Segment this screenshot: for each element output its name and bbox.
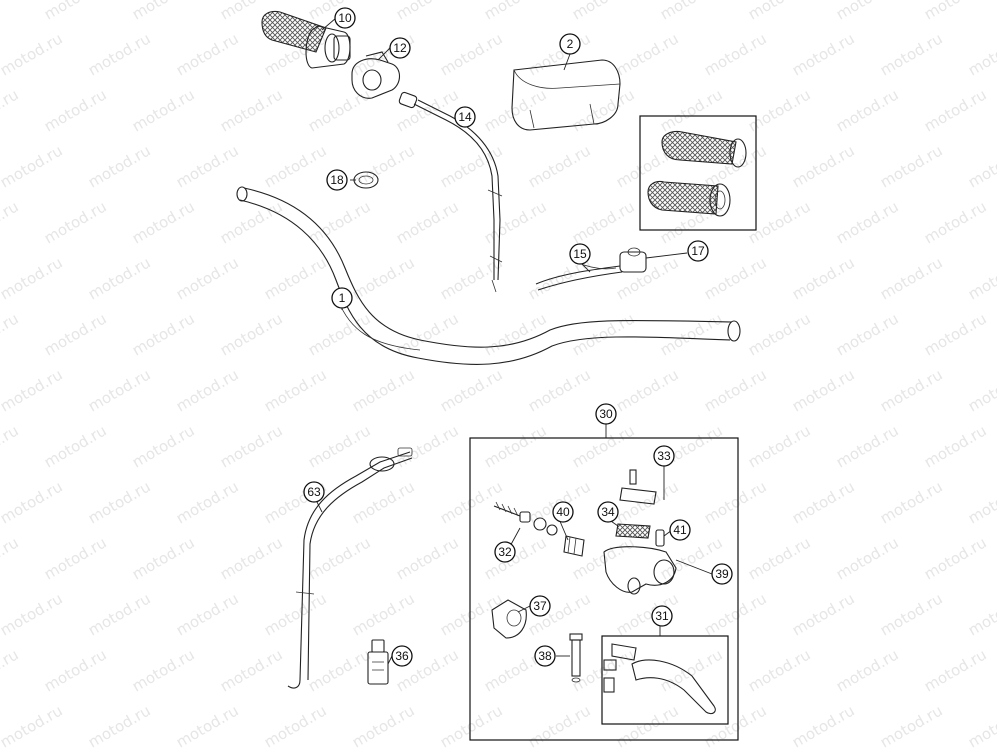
callout-label: 63 bbox=[307, 485, 321, 499]
callout-label: 2 bbox=[567, 37, 574, 51]
callout-label: 36 bbox=[395, 649, 409, 663]
handlebar-pad bbox=[511, 59, 621, 131]
callout-label: 31 bbox=[655, 609, 669, 623]
callout-label: 38 bbox=[538, 649, 552, 663]
callout-15[interactable]: 15 bbox=[569, 243, 591, 265]
grip-set-frame bbox=[639, 115, 757, 231]
master-cylinder-body bbox=[603, 529, 677, 595]
callout-18[interactable]: 18 bbox=[326, 169, 348, 191]
clamp bbox=[351, 51, 401, 99]
callout-32[interactable]: 32 bbox=[494, 541, 516, 563]
callout-label: 33 bbox=[657, 449, 671, 463]
callout-14[interactable]: 14 bbox=[454, 106, 476, 128]
throttle-cable bbox=[398, 91, 503, 293]
callout-label: 1 bbox=[339, 291, 346, 305]
callout-34[interactable]: 34 bbox=[597, 501, 619, 523]
callout-label: 14 bbox=[458, 110, 472, 124]
callout-label: 41 bbox=[673, 523, 687, 537]
callout-2[interactable]: 2 bbox=[559, 33, 581, 55]
callout-39[interactable]: 39 bbox=[711, 563, 733, 585]
callout-12[interactable]: 12 bbox=[389, 37, 411, 59]
callout-37[interactable]: 37 bbox=[529, 595, 551, 617]
piston-kit bbox=[493, 501, 558, 536]
ring bbox=[353, 171, 379, 189]
callout-label: 39 bbox=[715, 567, 729, 581]
callout-label: 17 bbox=[691, 244, 705, 258]
callout-label: 34 bbox=[601, 505, 615, 519]
callout-31[interactable]: 31 bbox=[651, 605, 673, 627]
callout-30[interactable]: 30 bbox=[595, 403, 617, 425]
cable-lever-assembly bbox=[535, 247, 647, 291]
throttle-grip bbox=[261, 10, 351, 69]
callout-38[interactable]: 38 bbox=[534, 645, 556, 667]
callout-label: 15 bbox=[573, 247, 587, 261]
callout-label: 30 bbox=[599, 407, 613, 421]
bolt bbox=[569, 633, 583, 683]
callout-40[interactable]: 40 bbox=[552, 501, 574, 523]
callout-17[interactable]: 17 bbox=[687, 240, 709, 262]
callout-10[interactable]: 10 bbox=[334, 7, 356, 29]
callout-41[interactable]: 41 bbox=[669, 519, 691, 541]
lever-clamp bbox=[491, 599, 527, 639]
diaphragm bbox=[615, 523, 651, 539]
handlebar bbox=[236, 186, 741, 365]
callout-1[interactable]: 1 bbox=[331, 287, 353, 309]
callout-label: 37 bbox=[533, 599, 547, 613]
master-cylinder-frame bbox=[469, 437, 739, 741]
callout-label: 12 bbox=[393, 41, 407, 55]
callout-63[interactable]: 63 bbox=[303, 481, 325, 503]
clutch-cable bbox=[287, 447, 413, 689]
callout-36[interactable]: 36 bbox=[391, 645, 413, 667]
callout-label: 40 bbox=[556, 505, 570, 519]
rubber-boot bbox=[563, 535, 585, 557]
callout-33[interactable]: 33 bbox=[653, 445, 675, 467]
callout-label: 18 bbox=[330, 173, 344, 187]
fluid-bottle bbox=[367, 639, 389, 685]
callout-label: 32 bbox=[498, 545, 512, 559]
callout-label: 10 bbox=[338, 11, 352, 25]
lever-frame bbox=[601, 635, 729, 725]
reservoir-cover bbox=[619, 469, 657, 505]
